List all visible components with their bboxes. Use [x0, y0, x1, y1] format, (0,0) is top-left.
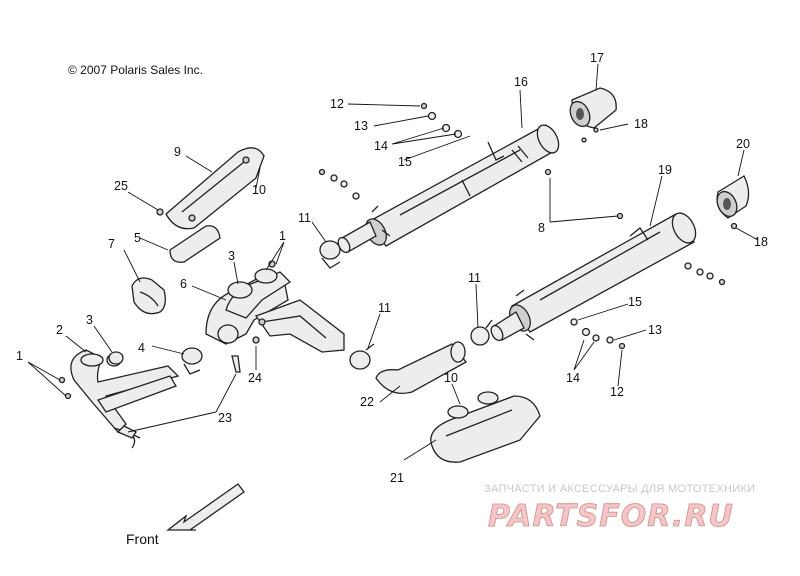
callout-3-upper: 3 — [228, 249, 235, 263]
callout-21: 21 — [390, 471, 404, 485]
callout-13-lower: 13 — [648, 323, 662, 337]
callout-25: 25 — [114, 179, 128, 193]
callout-14-lower: 14 — [566, 371, 580, 385]
callout-1-left: 1 — [16, 349, 23, 363]
pipe-shield-21 — [430, 395, 541, 463]
callout-1-upper: 1 — [279, 229, 286, 243]
o2-sensors — [116, 355, 241, 439]
callout-18-upper: 18 — [634, 117, 648, 131]
watermark-tagline: ЗАПЧАСТИ И АКСЕССУАРЫ ДЛЯ МОТОТЕХНИКИ — [484, 483, 755, 495]
clamp-4 — [181, 347, 203, 375]
end-cap-lower — [716, 175, 750, 219]
clamp-shield-7 — [131, 277, 166, 315]
callout-5: 5 — [134, 231, 141, 245]
copyright-text: © 2007 Polaris Sales Inc. — [68, 63, 203, 77]
leader-lines — [27, 63, 759, 461]
callout-11-upper: 11 — [298, 211, 311, 225]
y-pipe — [205, 260, 345, 353]
callout-23: 23 — [218, 411, 232, 425]
hardware — [58, 102, 738, 400]
callout-6: 6 — [180, 277, 187, 291]
callout-15-upper: 15 — [398, 155, 412, 169]
callout-4: 4 — [138, 341, 145, 355]
callout-13-upper: 13 — [354, 119, 368, 133]
callout-17: 17 — [590, 51, 604, 65]
callout-18-lower: 18 — [754, 235, 768, 249]
front-label: Front — [126, 531, 159, 547]
clamp-11-right — [470, 319, 493, 346]
connector-pipe — [375, 341, 467, 395]
head-pipes — [70, 349, 180, 449]
upper-muffler — [337, 124, 560, 254]
lower-muffler — [490, 212, 697, 342]
callout-2: 2 — [56, 323, 63, 337]
callout-11-middle: 11 — [378, 301, 391, 315]
heat-shield-upper — [165, 147, 265, 230]
end-cap-upper — [569, 87, 617, 129]
callout-8: 8 — [538, 221, 545, 235]
watermark: ЗАПЧАСТИ И АКСЕССУАРЫ ДЛЯ МОТОТЕХНИКИ PA… — [484, 483, 755, 534]
front-arrow: Front — [126, 483, 245, 547]
callout-19: 19 — [658, 163, 672, 177]
callout-10-upper: 10 — [252, 183, 266, 197]
callout-24: 24 — [248, 371, 262, 385]
callout-20: 20 — [736, 137, 750, 151]
callout-15-lower: 15 — [628, 295, 642, 309]
callout-12-upper: 12 — [330, 97, 344, 111]
callout-22: 22 — [360, 395, 374, 409]
clamp-11-middle — [349, 343, 375, 370]
callout-7: 7 — [108, 237, 115, 251]
heat-shield-middle — [169, 225, 221, 263]
callout-9: 9 — [174, 145, 181, 159]
gaskets-10 — [447, 391, 499, 419]
callout-10-lower: 10 — [444, 371, 458, 385]
callout-16: 16 — [514, 75, 528, 89]
gasket-3 — [108, 351, 124, 365]
watermark-logo: PARTSFOR.RU — [488, 499, 734, 534]
callout-12-lower: 12 — [610, 385, 624, 399]
callout-11-right: 11 — [468, 271, 481, 285]
callout-14-upper: 14 — [374, 139, 388, 153]
callouts: 1 1 2 3 3 4 5 6 7 8 9 10 10 11 11 11 12 … — [16, 51, 768, 485]
callout-3-left: 3 — [86, 313, 93, 327]
clamp-11-upper — [319, 240, 341, 269]
